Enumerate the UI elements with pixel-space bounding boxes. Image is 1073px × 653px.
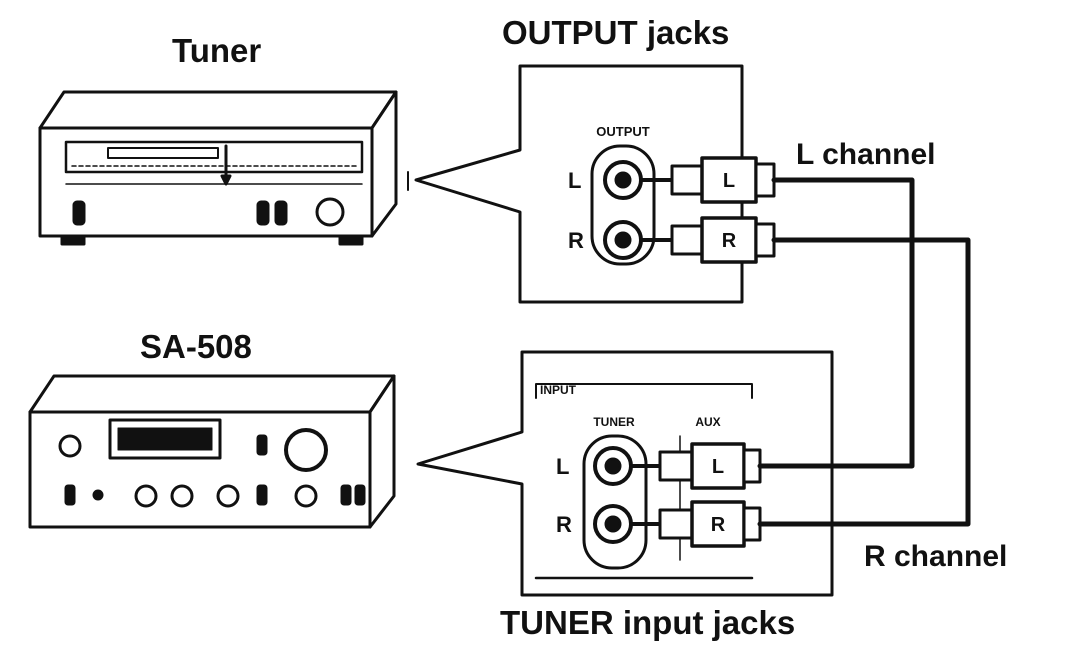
input-plug-left-letter: L [712,456,724,478]
input-plug-right [629,500,762,548]
output-plug-right [639,216,776,264]
r-channel-label: R channel [864,540,1008,573]
output-panel-left-label: L [568,168,581,193]
output-plug-right-letter: R [722,230,737,252]
l-channel-cable [757,177,915,469]
output-plug-left [639,156,776,204]
output-plug-left-letter: L [723,170,735,192]
tuner-input-jacks-callout [416,350,834,597]
tuner-button-icon [72,200,86,226]
tuner-input-jacks-label: TUNER input jacks [500,604,796,641]
output-panel-right-label: R [568,228,584,253]
amplifier-model-label: SA-508 [140,328,252,365]
output-jacks-label: OUTPUT jacks [502,14,730,51]
tuner-label: Tuner [172,32,262,69]
output-panel-heading: OUTPUT [596,124,650,139]
input-panel-tuner-label: TUNER [593,415,635,429]
input-plug-left [629,442,762,490]
input-panel-left-label: L [556,454,569,479]
amplifier-device [28,374,396,529]
input-panel-right-label: R [556,512,572,537]
output-jacks-callout [414,64,744,304]
l-channel-label: L channel [796,138,936,171]
input-plug-right-letter: R [711,514,726,536]
input-panel-aux-label: AUX [695,415,720,429]
input-panel-heading: INPUT [540,383,577,397]
r-channel-cable [757,237,971,527]
tuner-device [38,90,409,246]
